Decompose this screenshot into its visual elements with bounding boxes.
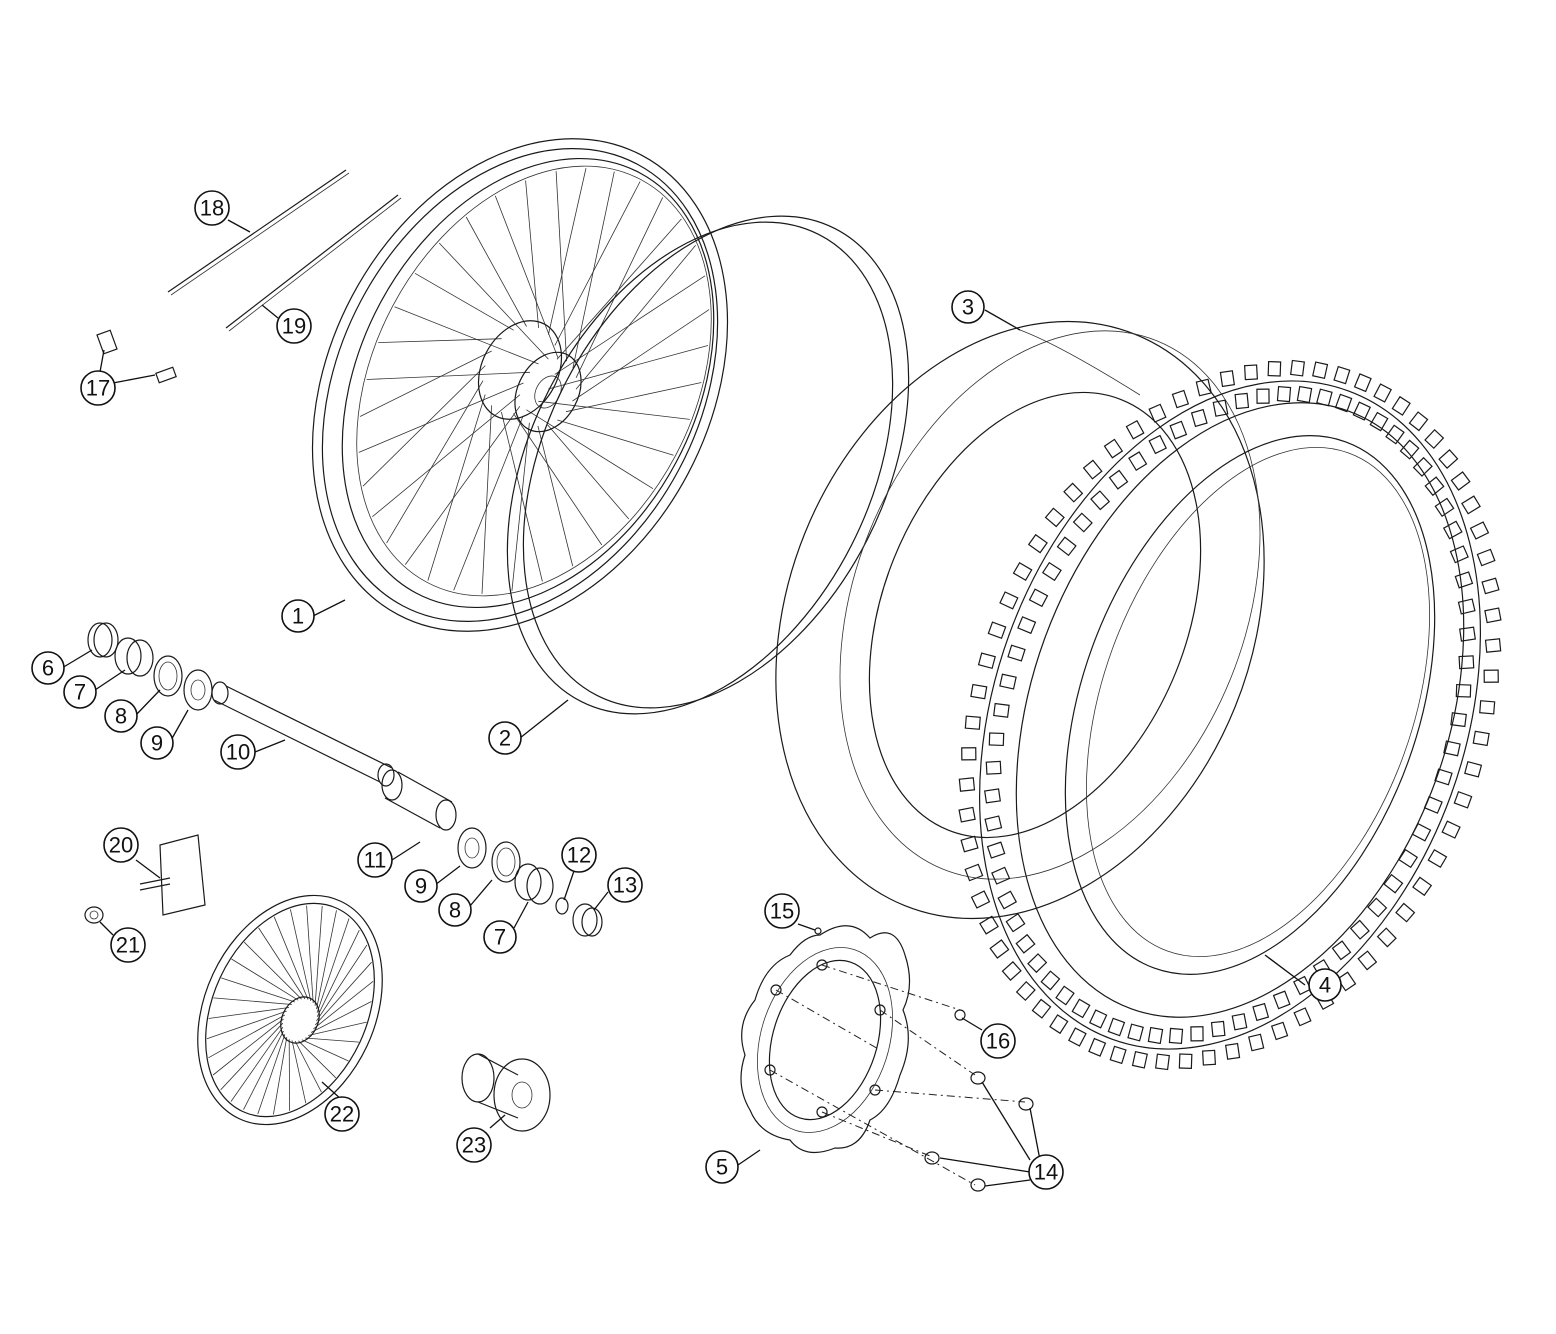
callout-8a: 8 [104, 699, 138, 733]
spoke-part [167, 169, 350, 296]
callout-10-label: 10 [226, 740, 250, 765]
callout-5-label: 5 [716, 1155, 728, 1180]
wheel-rim-part [311, 138, 729, 632]
callout-23: 23 [456, 1127, 492, 1163]
pin-15-part [814, 927, 822, 935]
callout-22: 22 [324, 1096, 360, 1132]
leader-lines [61, 219, 1306, 1187]
callout-22-label: 22 [330, 1102, 354, 1127]
callout-13: 13 [607, 867, 643, 903]
callout-17: 17 [80, 370, 116, 406]
disc-bolt-parts [924, 1071, 1034, 1192]
screw-16-part [954, 1009, 966, 1021]
callout-15: 15 [764, 893, 800, 929]
seal-6-part [87, 622, 119, 658]
callout-17-label: 17 [86, 376, 110, 401]
callout-16: 16 [980, 1023, 1016, 1059]
bearing-9b-part [457, 827, 487, 869]
complete-wheel-part [197, 894, 383, 1126]
callout-5: 5 [705, 1150, 739, 1184]
nut-21-part [84, 906, 104, 924]
tyre-tread-knobs [958, 359, 1502, 1071]
callout-19-label: 19 [282, 314, 306, 339]
callout-6-label: 6 [42, 656, 54, 681]
callout-7a: 7 [63, 675, 97, 709]
callout-1: 1 [281, 599, 315, 633]
spacer-11-part [381, 769, 457, 831]
spoke-short-part [225, 194, 402, 332]
callout-10: 10 [220, 734, 256, 770]
spoke-nipple-parts [96, 329, 177, 384]
callout-19: 19 [276, 308, 312, 344]
rim-lock-part [139, 834, 206, 916]
callout-21: 21 [110, 927, 146, 963]
callout-12-label: 12 [567, 843, 591, 868]
callout-15-label: 15 [770, 899, 794, 924]
assembly-lines [769, 964, 1026, 1186]
callout-8b-label: 8 [449, 898, 461, 923]
callout-9b: 9 [404, 869, 438, 903]
callout-7a-label: 7 [74, 680, 86, 705]
ring-8b-part [491, 841, 521, 883]
callout-9a: 9 [140, 726, 174, 760]
callout-8b: 8 [438, 893, 472, 927]
callout-13-label: 13 [613, 873, 637, 898]
callout-8a-label: 8 [115, 704, 127, 729]
spacer-7b-part [514, 863, 554, 905]
callout-9b-label: 9 [415, 874, 427, 899]
brake-disc-part [740, 925, 911, 1154]
wheel-spokes [358, 168, 710, 594]
callout-12: 12 [561, 837, 597, 873]
callout-16-label: 16 [986, 1029, 1010, 1054]
callout-23-label: 23 [462, 1133, 486, 1158]
callout-11: 11 [357, 842, 393, 878]
axle-part [211, 681, 395, 787]
callout-2-label: 2 [499, 726, 511, 751]
callout-11-label: 11 [364, 848, 387, 873]
callout-4-label: 4 [1319, 973, 1331, 998]
callout-21-label: 21 [116, 933, 140, 958]
callout-20: 20 [103, 827, 139, 863]
callout-14-label: 14 [1034, 1160, 1058, 1185]
inner-tube-part [775, 320, 1265, 920]
callout-4: 4 [1308, 968, 1342, 1002]
callout-1-label: 1 [292, 604, 304, 629]
ring-8-part [153, 655, 183, 697]
callout-2: 2 [488, 721, 522, 755]
callout-14: 14 [1028, 1154, 1064, 1190]
callout-18-label: 18 [200, 196, 224, 221]
callout-20-label: 20 [109, 833, 133, 858]
hub-part [461, 1053, 551, 1132]
callout-18: 18 [194, 190, 230, 226]
tyre-part [958, 359, 1502, 1071]
spacer-7-part [114, 637, 154, 677]
callout-7b: 7 [483, 920, 517, 954]
callout-6: 6 [31, 651, 65, 685]
callout-9a-label: 9 [151, 731, 163, 756]
callout-7b-label: 7 [494, 925, 506, 950]
bearing-9-part [183, 669, 213, 711]
callout-3-label: 3 [962, 295, 974, 320]
washer-12-part [555, 897, 569, 915]
nut-13-part [572, 903, 603, 937]
rim-band-part [506, 215, 910, 715]
callout-3: 3 [951, 290, 985, 324]
